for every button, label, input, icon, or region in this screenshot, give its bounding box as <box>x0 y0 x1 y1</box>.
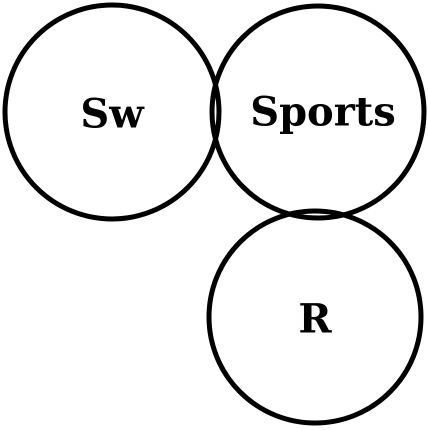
label-sports: Sports <box>250 89 396 136</box>
set-r: R <box>206 208 424 426</box>
label-r: R <box>298 296 332 343</box>
set-sw: Sw <box>2 2 222 222</box>
circle-r <box>206 208 424 426</box>
set-sports: Sports <box>209 3 427 221</box>
circle-sports <box>209 3 427 221</box>
circle-sw <box>2 2 222 222</box>
label-sw: Sw <box>80 91 145 138</box>
